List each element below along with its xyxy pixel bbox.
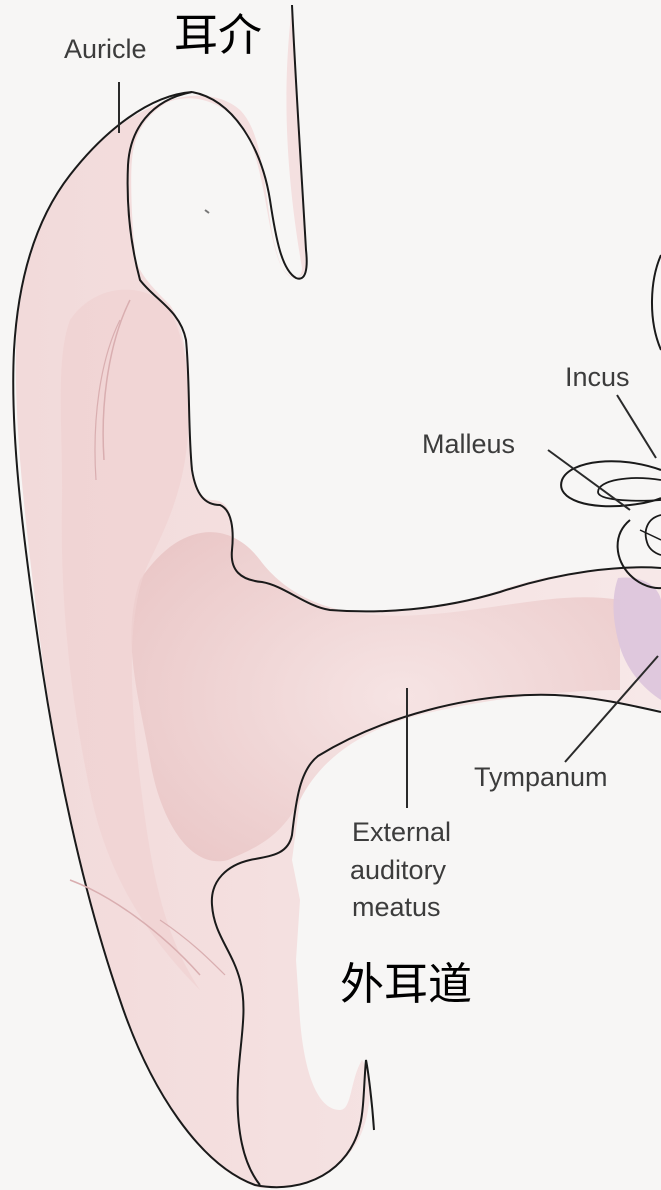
meatus-label-line-2: auditory	[350, 855, 447, 885]
auricle-annotation: 耳介	[174, 10, 262, 61]
auricle-label: Auricle	[64, 34, 147, 64]
ossicle-ring-inner	[598, 478, 661, 501]
incus-bone	[646, 515, 661, 555]
incus-label: Incus	[565, 362, 630, 392]
meatus-annotation: 外耳道	[340, 959, 472, 1010]
malleus-label: Malleus	[422, 429, 515, 459]
ossicle-link	[640, 530, 661, 540]
meatus-label-line-3: meatus	[352, 892, 441, 922]
meatus-label-line-1: External	[352, 817, 451, 847]
tympanum-label: Tympanum	[474, 762, 608, 792]
incus-leader	[617, 395, 656, 458]
ossicle-curve-top	[652, 255, 661, 350]
fold-line-5	[205, 210, 209, 213]
